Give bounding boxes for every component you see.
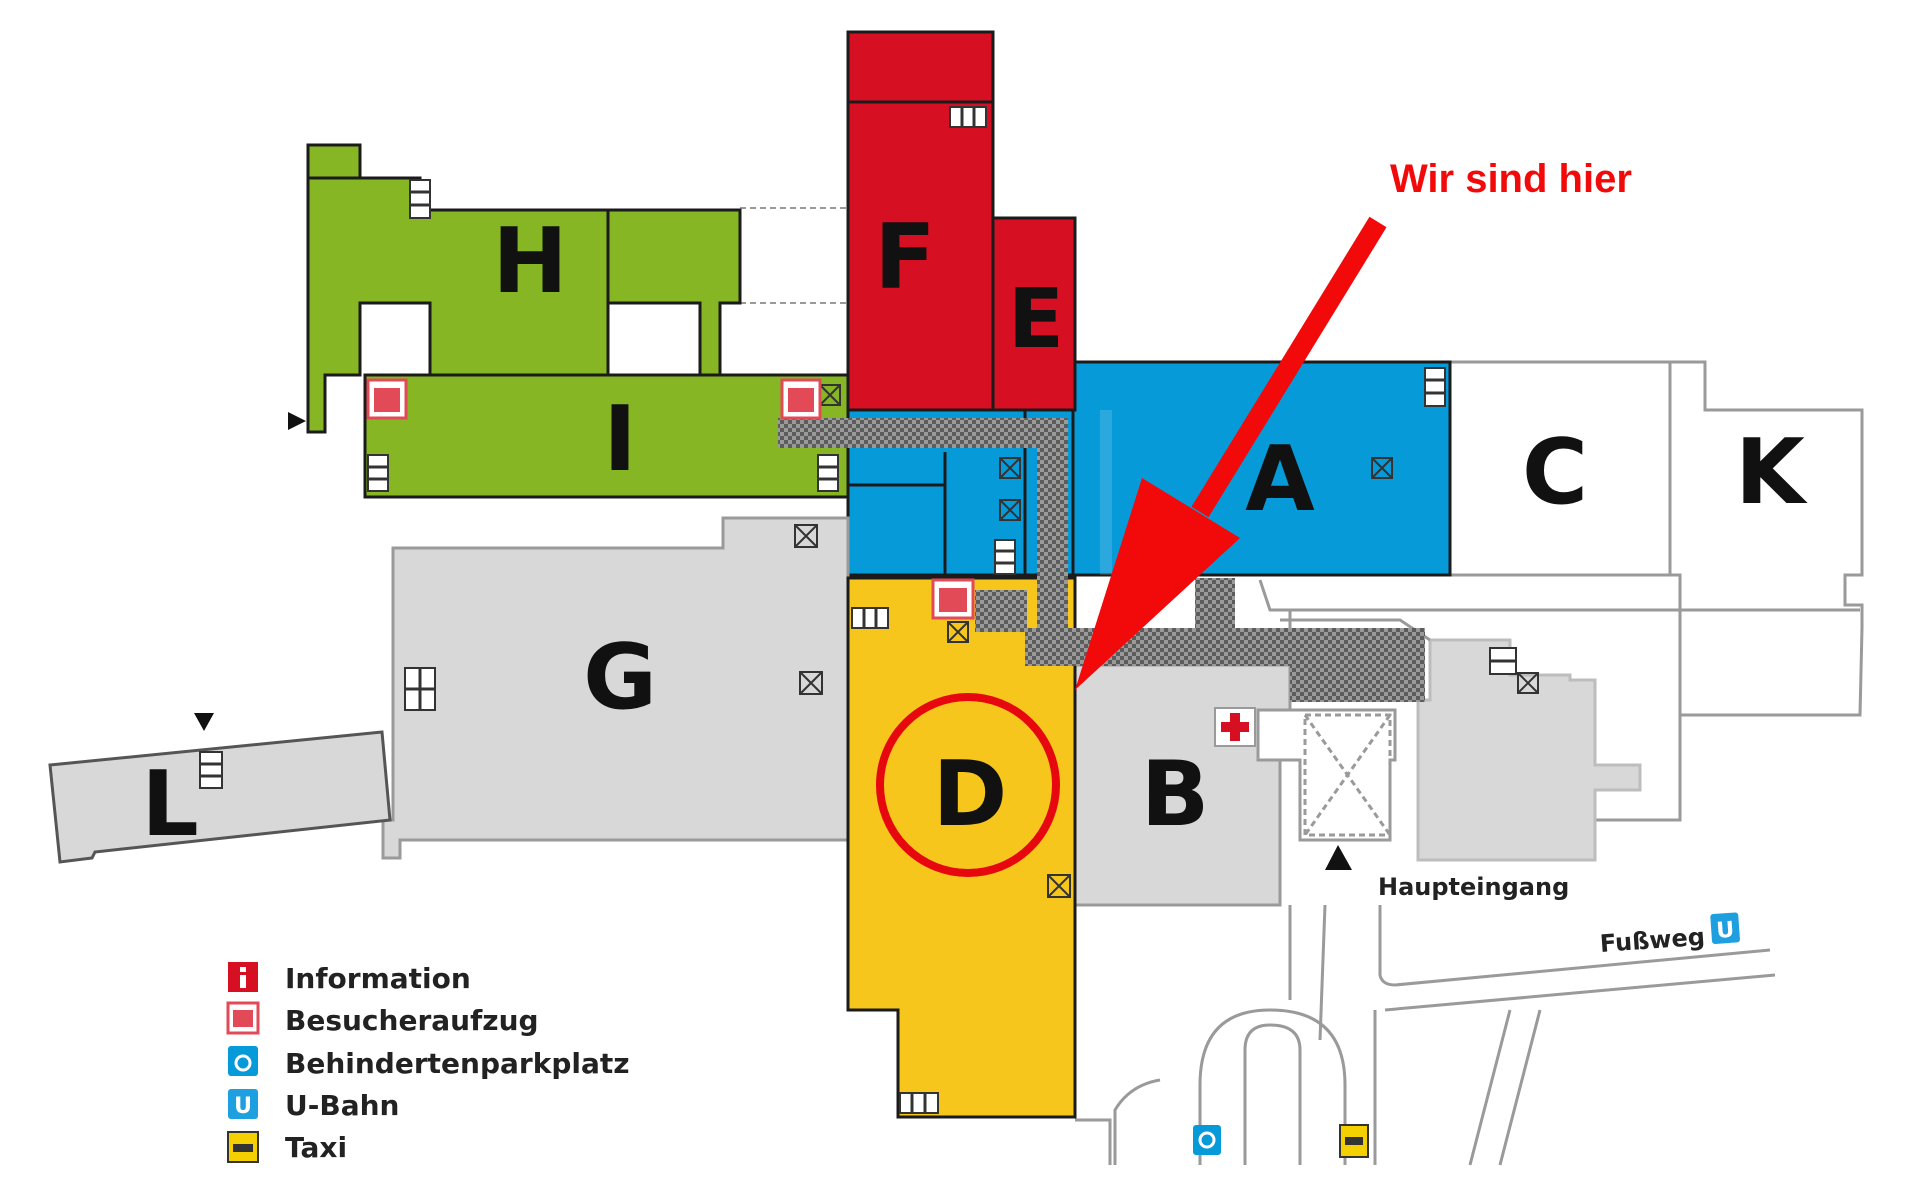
legend-item-visitor-elevator: Besucheraufzug (226, 1001, 539, 1037)
map-symbols (194, 106, 1539, 1158)
you-are-here-circle (876, 693, 1060, 877)
stairs-icon (367, 454, 389, 492)
building-f[interactable]: F (846, 30, 995, 412)
legend-item-information: Information (228, 962, 471, 995)
legend-item-subway: U U-Bahn (228, 1089, 399, 1122)
building-i[interactable]: I (363, 373, 850, 499)
svg-text:U: U (1716, 918, 1736, 944)
legend-item-disabled-parking: Behindertenparkplatz (228, 1046, 630, 1080)
building-label-f: F (874, 205, 935, 310)
you-are-here-label: Wir sind hier (1390, 157, 1632, 201)
entrance-marker-icon (194, 713, 214, 731)
stairs-icon (994, 539, 1016, 575)
courtyard-outline (740, 207, 848, 304)
taxi-icon (1339, 1124, 1369, 1158)
annex-building (1416, 638, 1642, 862)
main-entrance-marker-icon (1325, 845, 1352, 870)
stairs-icon (949, 106, 987, 128)
stairs-icon (199, 751, 223, 789)
wheelchair-parking-icon (1193, 1125, 1221, 1155)
svg-text:U: U (234, 1094, 252, 1119)
legend: Information Besucheraufzug Behindertenpa… (226, 962, 630, 1164)
stairs-icon (409, 179, 431, 219)
first-aid-icon (1214, 707, 1256, 747)
building-label-k: K (1735, 420, 1808, 525)
stairs-icon (404, 667, 436, 711)
svg-text:Behindertenparkplatz: Behindertenparkplatz (285, 1047, 630, 1080)
svg-text:Information: Information (285, 962, 471, 995)
svg-text:U-Bahn: U-Bahn (285, 1089, 399, 1122)
main-entrance-label: Haupteingang (1378, 873, 1569, 901)
building-label-h: H (492, 209, 567, 314)
stairs-icon (1424, 367, 1446, 407)
building-l[interactable]: L (48, 730, 392, 864)
building-label-d: D (933, 742, 1008, 847)
entrance-canopy (1256, 708, 1397, 842)
building-c[interactable]: C (1448, 360, 1672, 577)
you-are-here-arrow-icon (1075, 478, 1240, 690)
subway-icon (228, 1089, 258, 1119)
building-label-a: A (1245, 427, 1315, 532)
building-label-i: I (603, 387, 637, 492)
building-label-g: G (583, 625, 657, 730)
legend-item-taxi: Taxi (227, 1131, 347, 1164)
entrance-marker-icon (288, 412, 306, 430)
visitor-elevator-icon (931, 578, 975, 620)
building-e[interactable]: E (991, 216, 1077, 412)
wheelchair-parking-icon (228, 1046, 258, 1076)
svg-text:Besucheraufzug: Besucheraufzug (285, 1004, 539, 1037)
building-label-b: B (1141, 742, 1210, 847)
stairs-icon (899, 1092, 939, 1114)
building-g[interactable]: G (381, 516, 850, 860)
visitor-elevator-icon (366, 378, 408, 420)
you-are-here-marker: Wir sind hier (876, 157, 1632, 877)
building-label-e: E (1008, 272, 1064, 367)
subway-icon (1710, 912, 1740, 944)
stairs-icon (851, 607, 889, 629)
building-label-c: C (1522, 420, 1588, 525)
svg-text:Taxi: Taxi (285, 1131, 347, 1164)
elevator-icon (794, 384, 1539, 898)
stairs-icon (1489, 647, 1517, 675)
building-label-l: L (141, 752, 198, 857)
svg-text:Fußweg: Fußweg (1599, 923, 1706, 958)
stairs-icon (817, 454, 839, 492)
building-k[interactable]: K (1668, 360, 1864, 717)
building-b[interactable]: B (1073, 663, 1292, 907)
visitor-elevator-icon (780, 378, 822, 420)
footpath-label: Fußweg U (1599, 912, 1740, 958)
